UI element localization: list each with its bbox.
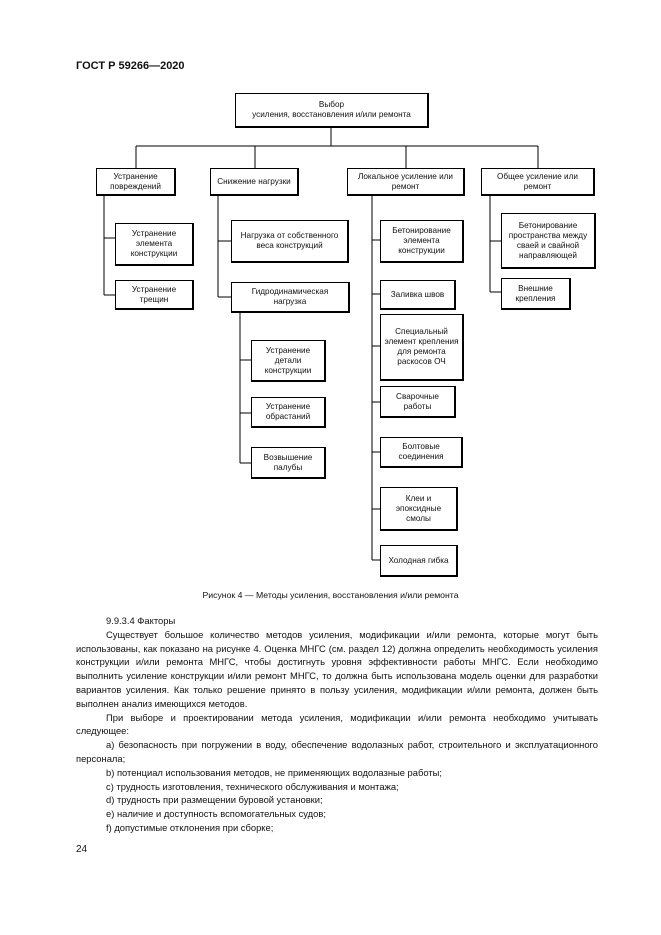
method-special-clamp: Специальный элемент крепления для ремонт…: [380, 314, 464, 381]
method-external-clamps: Внешние крепления: [501, 278, 571, 310]
method-detail-removal: Устранение детали конструкции: [251, 340, 326, 382]
method-crack-removal: Устранение трещин: [115, 280, 194, 310]
diagram-connectors: [103, 128, 539, 561]
method-adhesives-epoxy: Клеи и эпоксидные смолы: [380, 487, 458, 531]
method-element-concreting: Бетонирование элемента конструкции: [380, 220, 464, 263]
method-fouling-removal: Устранение обрастаний: [251, 397, 326, 428]
method-welding: Сварочные работы: [380, 386, 456, 418]
category-damage-removal: Устранение повреждений: [96, 168, 176, 196]
document-code: ГОСТ Р 59266—2020: [76, 60, 185, 72]
category-general-strengthening: Общее усиление или ремонт: [481, 168, 595, 196]
paragraph: Существует большое количество методов ус…: [76, 628, 598, 709]
root-title: Выбор: [318, 100, 345, 109]
list-item: c) трудность изготовления, технического …: [106, 780, 399, 792]
root-subtitle: усиления, восстановления и/или ремонта: [252, 110, 411, 119]
list-item: b) потенциал использования методов, не п…: [106, 766, 442, 778]
method-seam-filling: Заливка швов: [380, 280, 456, 310]
figure-caption: Рисунок 4 — Методы усиления, восстановле…: [202, 590, 459, 600]
category-load-reduction: Снижение нагрузки: [210, 168, 299, 196]
method-pile-annulus-concreting: Бетонирование пространства между сваей и…: [501, 213, 596, 269]
list-item: e) наличие и доступность вспомогательных…: [106, 808, 326, 820]
list-item: f) допустимые отклонения при сборке;: [106, 821, 274, 833]
method-element-removal: Устранение элемента конструкции: [115, 223, 194, 266]
list-item: a) безопасность при погружении в воду, о…: [76, 739, 598, 764]
method-cold-bending: Холодная гибка: [380, 545, 458, 577]
method-deck-elevation: Возвышение палубы: [251, 447, 326, 479]
method-bolted-joints: Болтовые соединения: [380, 437, 463, 468]
section-heading: 9.9.3.4 Факторы: [106, 615, 176, 626]
list-item: d) трудность при размещении буровой уста…: [106, 794, 323, 806]
category-local-strengthening: Локальное усиление или ремонт: [347, 168, 465, 196]
page-number: 24: [76, 844, 88, 855]
method-self-weight-load: Нагрузка от собственного веса конструкци…: [231, 220, 349, 263]
body-text: 9.9.3.4 Факторы Существует большое колич…: [76, 614, 598, 835]
method-hydrodynamic-load: Гидродинамическая нагрузка: [231, 282, 350, 313]
paragraph: При выборе и проектировании метода усиле…: [76, 711, 598, 737]
